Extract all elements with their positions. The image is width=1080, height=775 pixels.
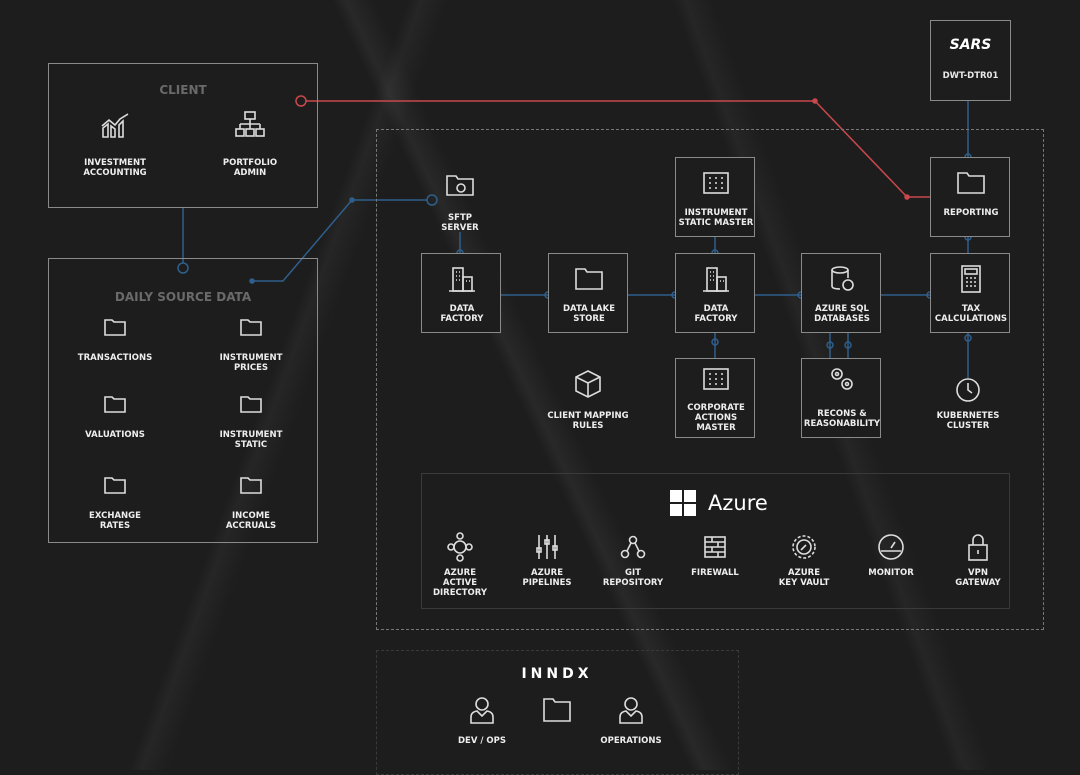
sars-box[interactable]: SARS DWT-DTR01 <box>930 20 1011 101</box>
daily-source-data-box: DAILY SOURCE DATA <box>48 258 318 543</box>
pipelines-icon <box>532 532 562 562</box>
monitor-icon <box>876 532 906 562</box>
daily-source-item: VALUATIONS <box>85 430 145 440</box>
azure-service-label: AZURE PIPELINES <box>522 568 572 588</box>
data-lake-store-node[interactable]: DATA LAKE STORE <box>548 253 628 333</box>
recons-node[interactable]: RECONS & REASONABILITY <box>801 358 881 438</box>
corporate-actions-master-node-label: CORPORATE ACTIONS MASTER <box>687 403 745 433</box>
azure-service-label: FIREWALL <box>691 568 739 578</box>
azure-sql-node[interactable]: AZURE SQL DATABASES <box>801 253 881 333</box>
daily-source-item: INCOME ACCRUALS <box>225 511 277 531</box>
azure-title: Azure <box>708 491 768 515</box>
org-chart-icon <box>235 110 265 140</box>
operations-label: OPERATIONS <box>600 736 662 746</box>
folder-icon <box>956 168 986 198</box>
key-vault-icon <box>789 532 819 562</box>
data-factory-2-node-label: DATA FACTORY <box>694 304 738 324</box>
azure-service-label: VPN GATEWAY <box>955 568 1001 588</box>
calculator-icon <box>956 264 986 294</box>
user-icon <box>467 695 497 725</box>
data-lake-store-node-label: DATA LAKE STORE <box>562 304 616 324</box>
git-icon <box>618 532 648 562</box>
daily-source-item: INSTRUMENT PRICES <box>219 353 283 373</box>
grid-icon <box>701 364 731 394</box>
lock-icon <box>963 532 993 562</box>
cube-icon <box>573 369 603 399</box>
client-mapping-rules-label: CLIENT MAPPING RULES <box>547 411 629 431</box>
data-factory-node-label: DATA FACTORY <box>440 304 484 324</box>
azure-service-label: GIT REPOSITORY <box>602 568 664 588</box>
folder-icon <box>542 695 572 725</box>
data-factory-node[interactable]: DATA FACTORY <box>421 253 501 333</box>
tax-calculations-node-label: TAX CALCULATIONS <box>934 304 1008 324</box>
azure-service-label: MONITOR <box>868 568 914 578</box>
sars-logo: SARS <box>949 37 992 53</box>
sars-label: DWT-DTR01 <box>942 71 999 81</box>
user-icon <box>616 695 646 725</box>
azure-sql-node-label: AZURE SQL DATABASES <box>814 304 870 324</box>
client-box: CLIENT <box>48 63 318 208</box>
reporting-node[interactable]: REPORTING <box>930 157 1010 237</box>
client-title: CLIENT <box>159 83 207 97</box>
devops-label: DEV / OPS <box>457 736 507 746</box>
recons-node-label: RECONS & REASONABILITY <box>803 409 881 429</box>
tax-calculations-node[interactable]: TAX CALCULATIONS <box>930 253 1010 333</box>
daily-source-item: INSTRUMENT STATIC <box>219 430 283 450</box>
data-factory-2-node[interactable]: DATA FACTORY <box>675 253 755 333</box>
gears-icon <box>827 364 857 394</box>
sftp-label: SFTP SERVER <box>441 213 479 233</box>
portfolio-admin-label: PORTFOLIO ADMIN <box>222 158 278 178</box>
azure-service-label: AZURE KEY VAULT <box>778 568 830 588</box>
instrument-static-master-node-label: INSTRUMENT STATIC MASTER <box>678 208 754 228</box>
folder-icon <box>100 389 130 419</box>
chart-icon <box>100 110 130 140</box>
azure-service-label: AZURE ACTIVE DIRECTORY <box>432 568 488 598</box>
corporate-actions-master-node[interactable]: CORPORATE ACTIONS MASTER <box>675 358 755 438</box>
sftp-folder-icon <box>445 170 475 200</box>
cloud-region <box>376 129 1044 630</box>
folder-icon <box>100 470 130 500</box>
daily-source-data-title: DAILY SOURCE DATA <box>114 290 252 304</box>
kubernetes-icon <box>953 375 983 405</box>
folder-icon <box>236 389 266 419</box>
folder-icon <box>100 312 130 342</box>
investment-accounting-label: INVESTMENT ACCOUNTING <box>83 158 147 178</box>
instrument-static-master-node[interactable]: INSTRUMENT STATIC MASTER <box>675 157 755 237</box>
directory-icon <box>445 532 475 562</box>
folder-icon <box>574 264 604 294</box>
windows-logo-icon <box>670 490 696 516</box>
database-icon <box>827 264 857 294</box>
daily-source-item: TRANSACTIONS <box>77 353 153 363</box>
folder-icon <box>236 470 266 500</box>
grid-icon <box>701 168 731 198</box>
inndx-logo: INNDX <box>521 666 593 682</box>
daily-source-item: EXCHANGE RATES <box>89 511 141 531</box>
red-connector <box>295 95 930 200</box>
building-icon <box>447 264 477 294</box>
azure-box <box>421 473 1010 609</box>
folder-icon <box>236 312 266 342</box>
firewall-icon <box>700 532 730 562</box>
building-icon <box>701 264 731 294</box>
kubernetes-label: KUBERNETES CLUSTER <box>936 411 1000 431</box>
reporting-node-label: REPORTING <box>943 208 999 218</box>
